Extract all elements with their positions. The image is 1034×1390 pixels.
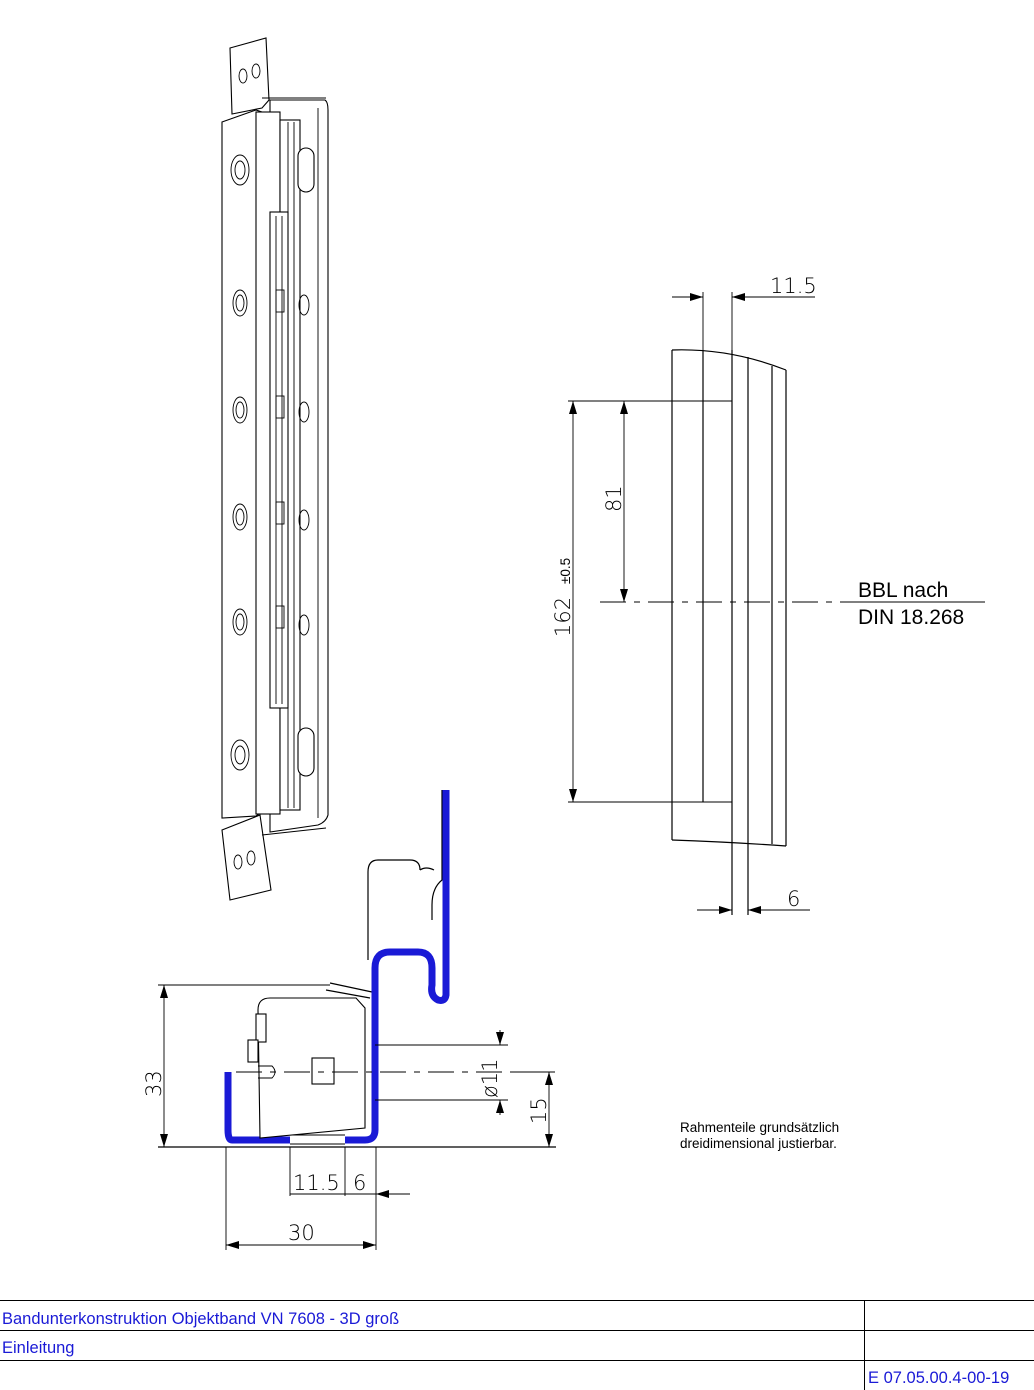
dim-total-tolerance: ±0.5 bbox=[558, 558, 573, 584]
section-view: ø11 15 33 11.5 6 30 bbox=[142, 790, 556, 1250]
dim-top-width: 11.5 bbox=[770, 274, 817, 298]
title-block-divider bbox=[864, 1300, 865, 1390]
bbl-label-line1: BBL nach bbox=[858, 579, 948, 602]
dim-half-height: 81 bbox=[602, 485, 626, 512]
note-line2: dreidimensional justierbar. bbox=[680, 1136, 837, 1151]
dim-section-offset: 15 bbox=[527, 1097, 551, 1124]
title-block: Bandunterkonstruktion Objektband VN 7608… bbox=[0, 1300, 1034, 1390]
drawing-code: E 07.05.00.4-00-19 bbox=[868, 1369, 1010, 1387]
drawing-subtitle: Einleitung bbox=[2, 1339, 75, 1357]
dim-hole-diameter: ø11 bbox=[478, 1058, 502, 1098]
dim-section-width-b: 6 bbox=[353, 1171, 366, 1195]
hinge-perspective-view bbox=[221, 37, 329, 901]
dim-total-height: 162 bbox=[551, 597, 575, 637]
dim-section-width-total: 30 bbox=[288, 1221, 315, 1245]
note-line1: Rahmenteile grundsätzlich bbox=[680, 1120, 839, 1135]
side-elevation-view: 11.5 6 162 ±0.5 81 BBL nach DIN 18.268 bbox=[551, 274, 985, 915]
dim-section-width-a: 11.5 bbox=[293, 1171, 340, 1195]
dim-section-height: 33 bbox=[142, 1070, 166, 1097]
title-block-row-1 bbox=[0, 1300, 1034, 1301]
title-block-row-2 bbox=[0, 1330, 1034, 1331]
title-block-row-3 bbox=[0, 1360, 1034, 1361]
dim-bottom-width: 6 bbox=[787, 887, 800, 911]
bbl-label-line2: DIN 18.268 bbox=[858, 606, 964, 629]
drawing-title: Bandunterkonstruktion Objektband VN 7608… bbox=[2, 1310, 400, 1328]
